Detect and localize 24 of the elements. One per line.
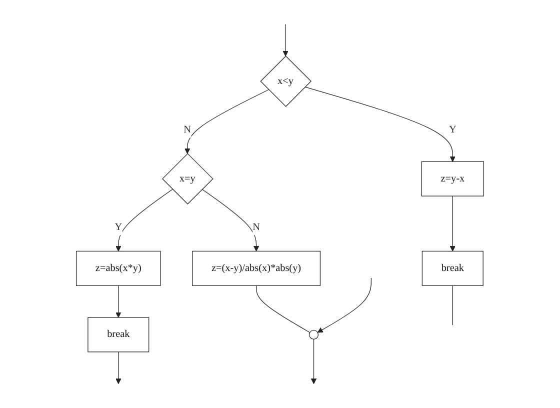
arrow	[116, 285, 122, 318]
arrow	[184, 89, 270, 154]
arrow	[450, 196, 456, 252]
arrow	[116, 188, 173, 252]
edge-label: N	[252, 222, 260, 233]
node-diamond: x=y	[162, 153, 214, 204]
node-diamond: x<y	[260, 56, 312, 107]
node-box: break	[88, 317, 150, 352]
edge-label: N	[184, 124, 192, 136]
node-point	[308, 330, 319, 340]
connector	[256, 285, 310, 333]
edge-label: Y	[448, 124, 456, 136]
arrow	[304, 86, 456, 162]
node-box: z=y-x	[421, 161, 484, 196]
node-box: z=(x-y)/abs(x)*abs(y)	[192, 250, 321, 286]
node-box: z=abs(x*y)	[76, 250, 161, 286]
edge-label: Y	[114, 222, 122, 233]
arrow	[310, 338, 317, 384]
arrow	[317, 278, 372, 333]
arrow	[282, 24, 288, 56]
connector	[452, 285, 453, 326]
node-box: break	[422, 250, 484, 286]
arrow	[202, 188, 260, 252]
arrow	[116, 352, 122, 384]
